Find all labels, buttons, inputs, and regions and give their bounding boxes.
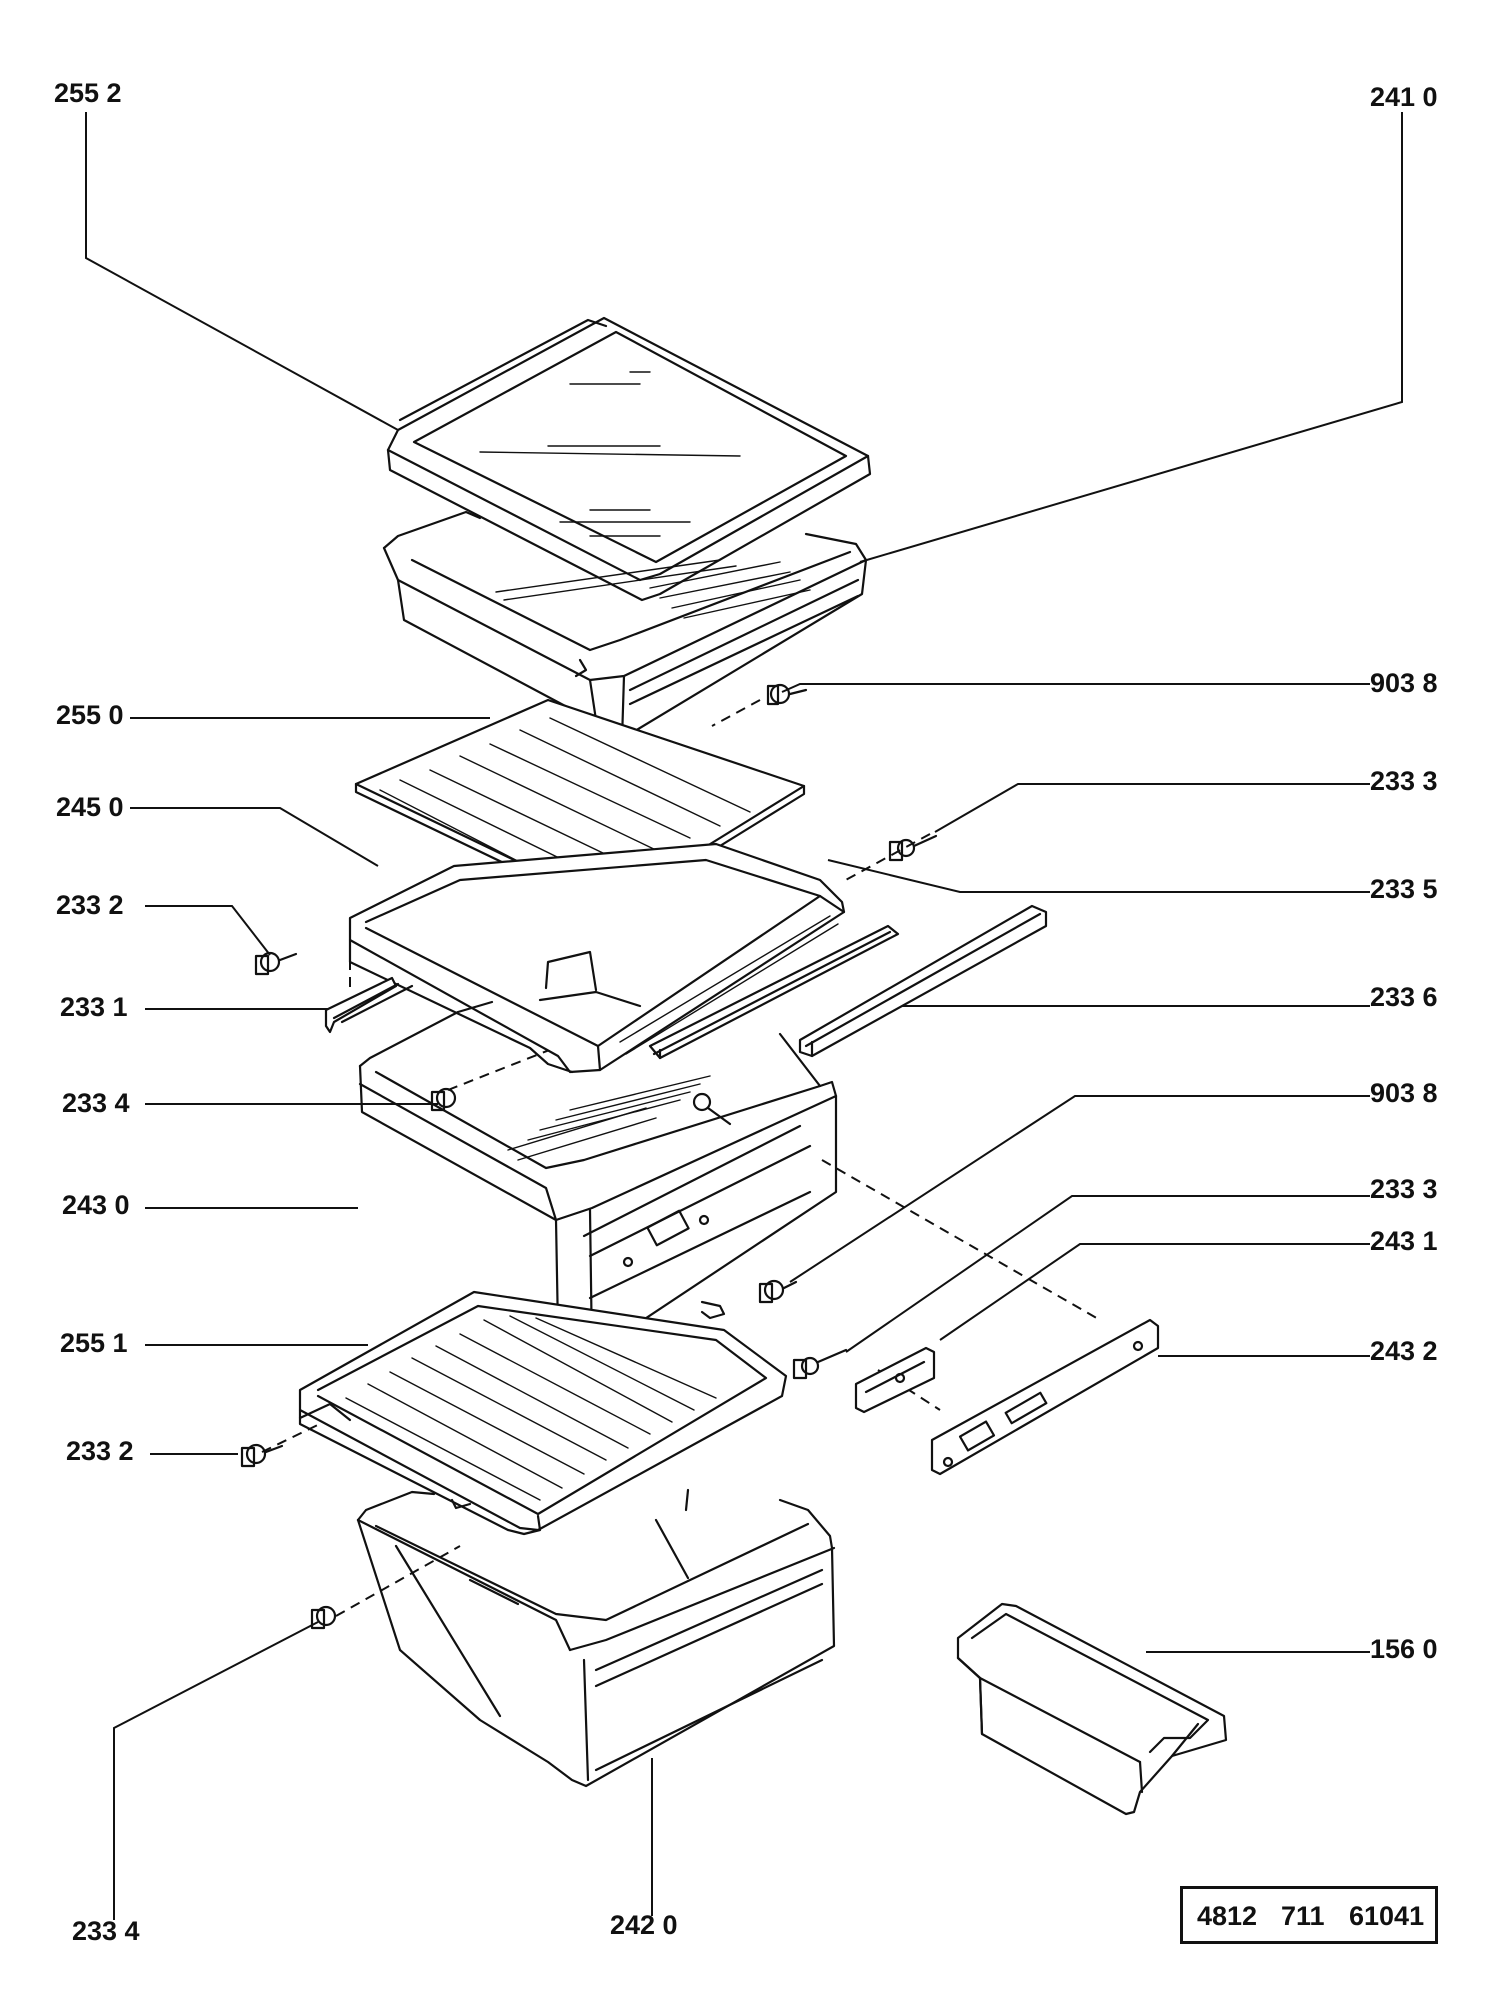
pin-233-4-bot <box>310 1605 337 1630</box>
bracket-243-1 <box>854 1346 936 1414</box>
callout-156-0: 156 0 <box>1370 1634 1438 1664</box>
pin-233-2-bot <box>240 1443 284 1468</box>
drawer-243-0 <box>358 1000 838 1356</box>
door-bin-156-0 <box>956 1602 1228 1816</box>
pin-233-3-top <box>888 834 938 862</box>
part-number-box: 4812 711 61041 <box>1180 1886 1438 1944</box>
callout-241-0: 241 0 <box>1370 82 1438 112</box>
callout-242-0: 242 0 <box>610 1910 678 1940</box>
callout-233-5: 233 5 <box>1370 874 1438 904</box>
callout-903-8-top: 903 8 <box>1370 668 1438 698</box>
callout-233-4-bot: 233 4 <box>72 1916 140 1946</box>
part-number-segment-1: 4812 <box>1197 1901 1258 1931</box>
callout-243-2: 243 2 <box>1370 1336 1438 1366</box>
pin-903-8-mid <box>758 1279 798 1304</box>
leader-233-4-bot <box>113 1621 319 1920</box>
callout-255-0: 255 0 <box>56 700 124 730</box>
bracket-233-1 <box>324 976 414 1034</box>
callout-243-0: 243 0 <box>62 1190 130 1220</box>
leader-lines <box>85 112 1403 1920</box>
pin-233-3-mid <box>792 1348 848 1380</box>
callout-245-0: 245 0 <box>56 792 124 822</box>
leader-245-0 <box>130 807 379 867</box>
callout-255-1: 255 1 <box>60 1328 128 1358</box>
part-number-segment-3: 61041 <box>1349 1901 1425 1931</box>
pin-233-2-top <box>254 951 298 976</box>
pin-inner-drawer <box>692 1092 732 1126</box>
plate-243-2 <box>930 1318 1160 1476</box>
callout-233-6: 233 6 <box>1370 982 1438 1012</box>
leader-233-5 <box>827 859 1370 893</box>
pin-903-8-top <box>766 683 808 706</box>
leader-903-8-top <box>781 683 1370 693</box>
leader-233-3-top <box>934 783 1370 833</box>
callout-233-4-top: 233 4 <box>62 1088 130 1118</box>
part-number-segment-2: 711 <box>1281 1901 1325 1931</box>
callout-233-3-mid: 233 3 <box>1370 1174 1438 1204</box>
leader-255-2 <box>85 112 399 431</box>
callout-233-1: 233 1 <box>60 992 128 1022</box>
callout-903-8-mid: 903 8 <box>1370 1078 1438 1108</box>
leader-241-0 <box>859 112 1403 563</box>
pin-233-4-top <box>430 1087 457 1112</box>
rail-233-5 <box>648 924 900 1060</box>
callout-233-2-top: 233 2 <box>56 890 124 920</box>
rail-233-6 <box>798 904 1048 1058</box>
callout-243-1: 243 1 <box>1370 1226 1438 1256</box>
leader-903-8-mid <box>789 1095 1370 1283</box>
shelf-frame-245-0 <box>348 842 846 1074</box>
ribbed-shelf-255-1 <box>298 1290 788 1536</box>
leader-233-2-top <box>145 905 271 956</box>
leader-233-3-mid <box>845 1195 1370 1353</box>
callout-255-2: 255 2 <box>54 78 122 108</box>
glass-shelf-255-2 <box>386 316 872 602</box>
callout-233-3-top: 233 3 <box>1370 766 1438 796</box>
leader-243-1 <box>939 1243 1370 1341</box>
crisper-drawer-242-0 <box>356 1488 836 1788</box>
callout-233-2-bot: 233 2 <box>66 1436 134 1466</box>
